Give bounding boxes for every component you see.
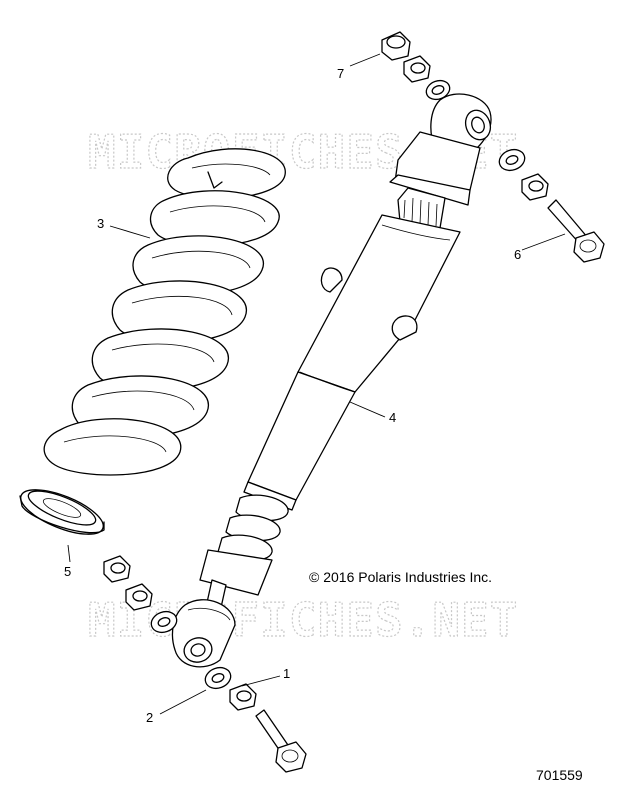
spring-seat (19, 489, 105, 535)
drawing-number: 701559 (536, 767, 583, 783)
callout-6: 6 (514, 247, 521, 262)
callout-2: 2 (146, 710, 153, 725)
bottom-hardware (103, 555, 307, 773)
callout-4: 4 (389, 410, 396, 425)
callout-7: 7 (337, 66, 344, 81)
right-hardware (498, 148, 605, 263)
top-hardware (381, 31, 451, 101)
leader-lines (67, 53, 566, 715)
callout-5: 5 (64, 564, 71, 579)
callout-1: 1 (283, 666, 290, 681)
shock-absorber (171, 93, 492, 668)
callout-3: 3 (97, 216, 104, 231)
copyright-notice: © 2016 Polaris Industries Inc. (309, 569, 492, 585)
coil-spring (43, 148, 286, 476)
